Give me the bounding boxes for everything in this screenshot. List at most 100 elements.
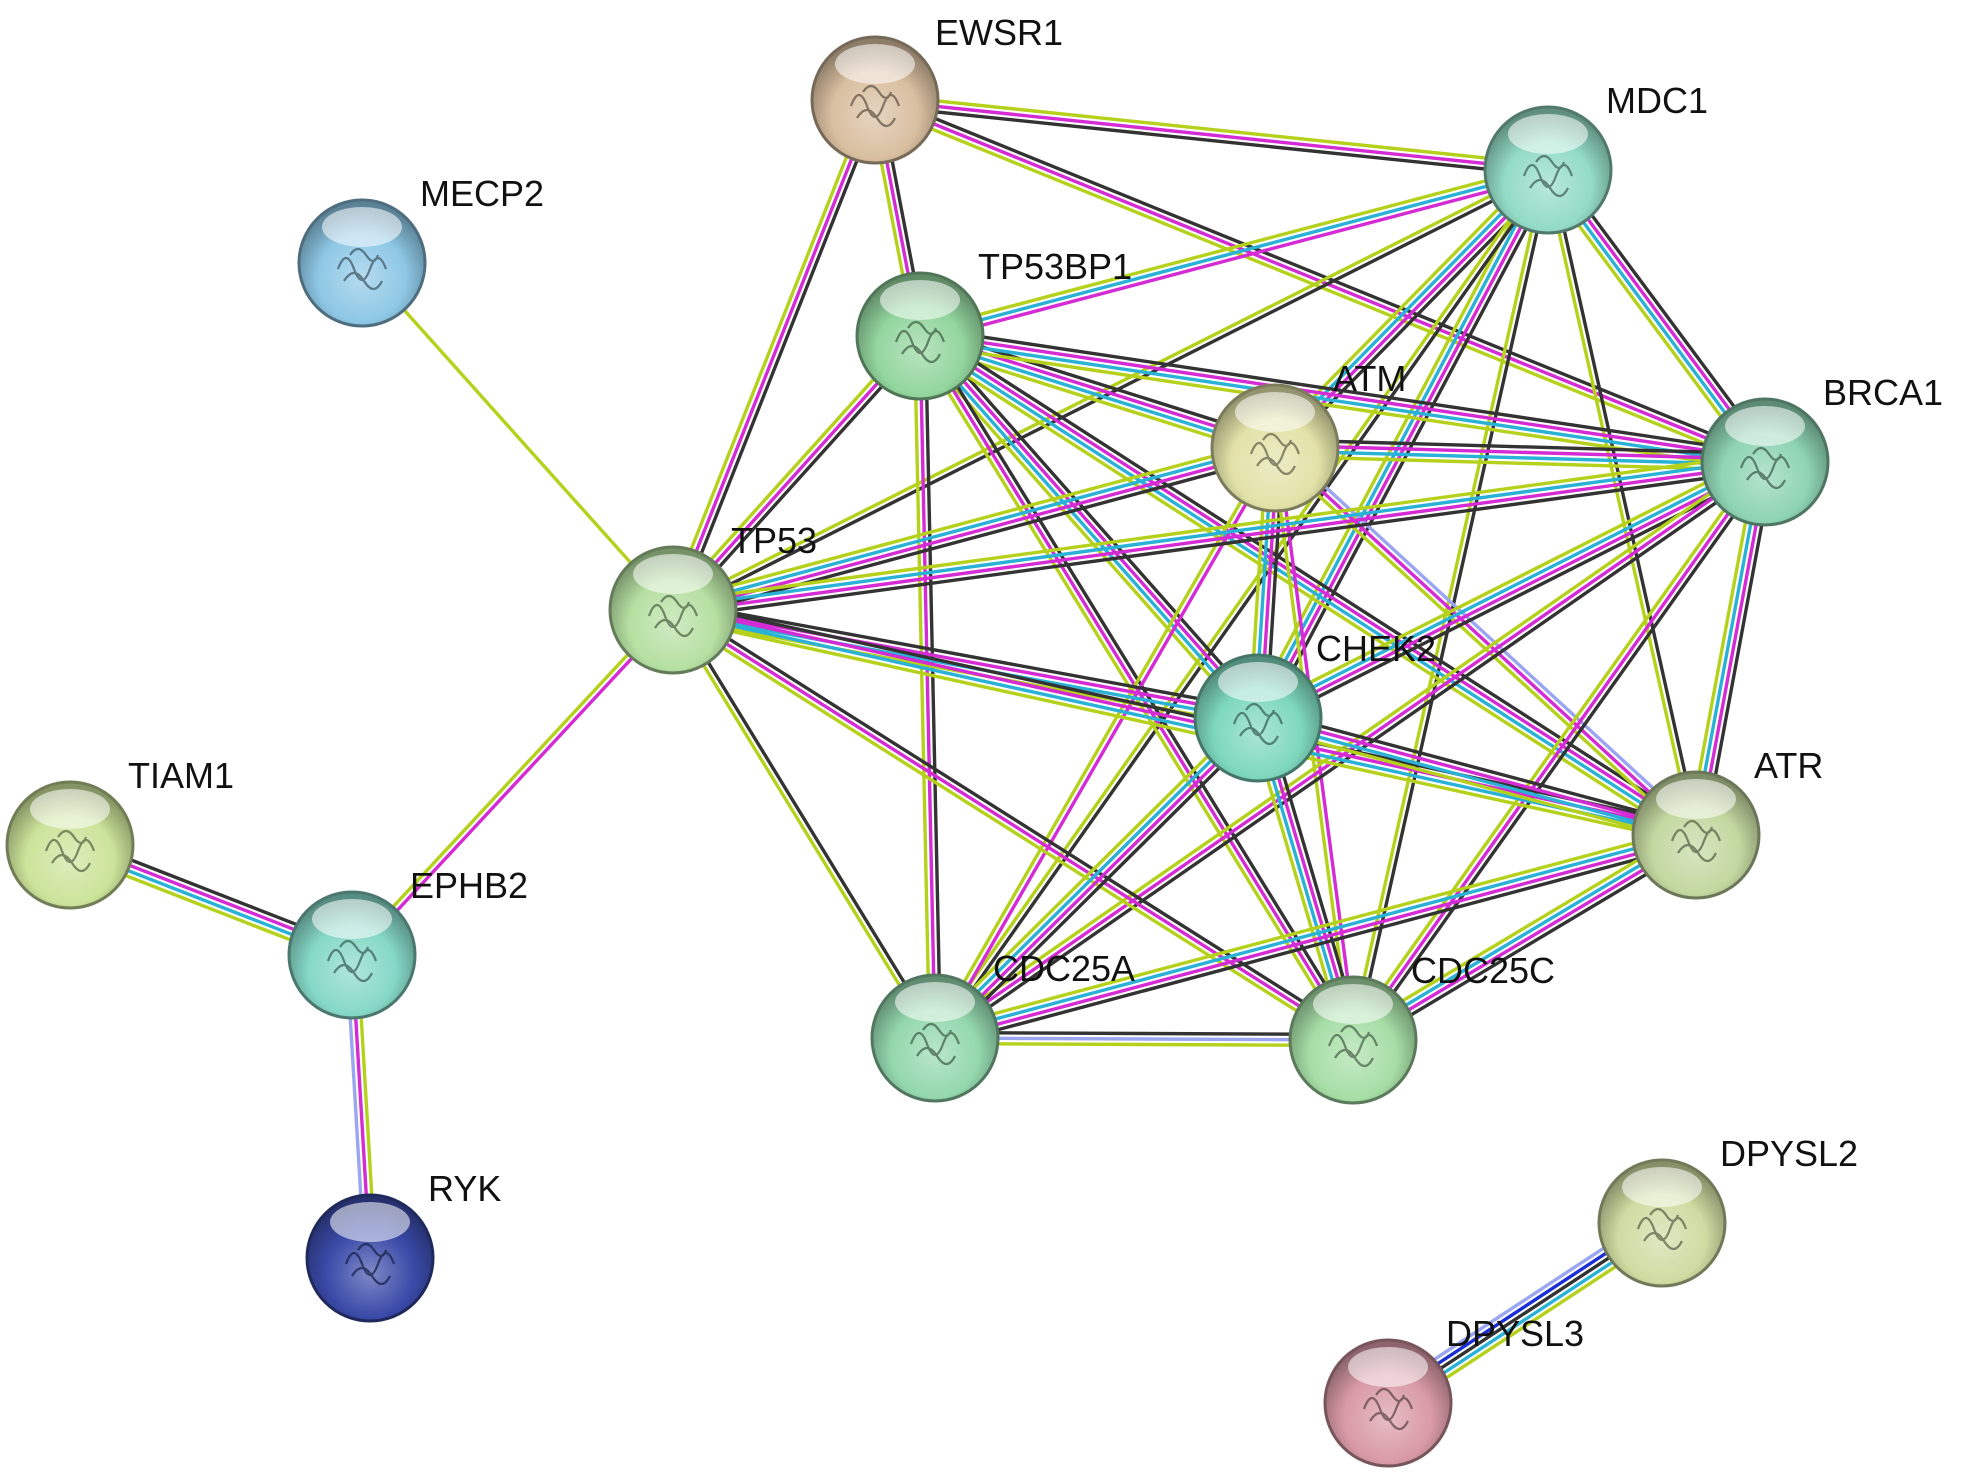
edge-strand-textmining <box>1347 826 1694 1035</box>
edge-strand-coexpression <box>673 600 1700 829</box>
node-atm[interactable]: ATM <box>1210 358 1406 513</box>
node-ewsr1[interactable]: EWSR1 <box>810 12 1063 165</box>
edge-strand-experimental <box>934 835 1699 1043</box>
protein-structure-icon <box>1522 154 1574 198</box>
edge-strand-textmining <box>668 612 1352 1047</box>
node-label-ephb2: EPHB2 <box>410 865 528 906</box>
node-ephb2[interactable]: EPHB2 <box>287 865 528 1020</box>
edge-strand-coexpression <box>1355 840 1702 1049</box>
edge-strand-database <box>1273 449 1767 467</box>
node-dpysl3[interactable]: DPYSL3 <box>1323 1313 1584 1468</box>
protein-structure-icon <box>1636 1207 1688 1251</box>
edge-ewsr1-tp53 <box>666 96 882 614</box>
node-label-mecp2: MECP2 <box>420 173 544 214</box>
node-highlight <box>330 1202 410 1242</box>
node-tp53bp1[interactable]: TP53BP1 <box>855 246 1132 401</box>
edge-strand-textmining <box>931 166 1548 1039</box>
edge-tp53-ephb2 <box>348 606 677 959</box>
edge-atr-cdc25c <box>1347 826 1702 1049</box>
edge-strand-experimental <box>671 605 1699 835</box>
node-cdc25a[interactable]: CDC25A <box>870 948 1135 1103</box>
protein-structure-icon <box>326 939 378 983</box>
node-highlight <box>1622 1167 1702 1207</box>
edge-strand-experimental <box>1257 462 1768 723</box>
protein-structure-icon <box>1670 819 1722 863</box>
edge-strand-textmining <box>669 438 1275 604</box>
edge-mdc1-atr <box>1543 167 1701 838</box>
edge-strand-experimental <box>1258 169 1553 721</box>
edge-strand-coexpression <box>923 334 943 1040</box>
edge-strand-database <box>916 336 1258 722</box>
edge-cdc25a-cdc25c <box>933 1030 1355 1048</box>
edge-strand-experimental <box>918 331 1768 461</box>
edge-strand-experimental <box>920 332 1262 718</box>
edge-strand-coexpression <box>935 841 1700 1048</box>
edge-strand-coexpression <box>672 468 1768 620</box>
node-label-tp53: TP53 <box>731 520 817 561</box>
node-chek2[interactable]: CHEK2 <box>1193 628 1436 783</box>
edge-strand-textmining <box>1267 162 1544 444</box>
node-mecp2[interactable]: MECP2 <box>297 173 544 328</box>
edge-mdc1-tp53bp1 <box>916 162 1552 344</box>
node-label-mdc1: MDC1 <box>1606 80 1708 121</box>
edge-tp53bp1-cdc25a <box>912 334 943 1040</box>
edge-strand-database <box>931 714 1258 1038</box>
protein-structure-icon <box>1362 1387 1414 1431</box>
node-label-ryk: RYK <box>428 1168 501 1209</box>
edge-strand-database <box>670 610 1698 840</box>
edge-ewsr1-mdc1 <box>872 92 1551 178</box>
edge-atr-cdc25a <box>931 825 1700 1048</box>
node-cdc25c[interactable]: CDC25C <box>1288 950 1555 1105</box>
node-highlight <box>1235 392 1315 432</box>
node-highlight <box>1313 984 1393 1024</box>
protein-structure-icon <box>909 1022 961 1066</box>
edge-strand-database <box>1255 718 1697 840</box>
edge-strand-database <box>1349 830 1697 1040</box>
node-highlight <box>312 899 392 939</box>
node-tp53[interactable]: TP53 <box>608 520 817 675</box>
protein-structure-icon <box>647 594 699 638</box>
edge-strand-textmining <box>348 606 673 955</box>
node-label-dpysl3: DPYSL3 <box>1446 1313 1584 1354</box>
edge-strand-experimental <box>1352 835 1700 1045</box>
protein-structure-icon <box>1249 432 1301 476</box>
edge-strand-experimental <box>672 448 1278 615</box>
edge-strand-textmining <box>1249 164 1543 716</box>
node-atr[interactable]: ATR <box>1631 745 1823 900</box>
edge-mecp2-tp53 <box>360 261 675 612</box>
edge-strand-database <box>917 337 1767 467</box>
edge-strand-textmining <box>912 334 932 1040</box>
edge-chek2-atr <box>1254 708 1700 845</box>
edge-strand-textmining <box>666 96 872 610</box>
node-highlight <box>1656 779 1736 819</box>
node-brca1[interactable]: BRCA1 <box>1700 372 1943 527</box>
node-ryk[interactable]: RYK <box>305 1168 501 1323</box>
node-tiam1[interactable]: TIAM1 <box>5 755 234 910</box>
edge-strand-experimental <box>352 610 677 959</box>
node-highlight <box>633 554 713 594</box>
edge-strand-textmining <box>669 616 1696 845</box>
node-dpysl2[interactable]: DPYSL2 <box>1597 1133 1858 1288</box>
protein-structure-icon <box>894 320 946 364</box>
edge-strand-coexpression <box>1548 167 1701 837</box>
edge-chek2-cdc25a <box>927 710 1266 1046</box>
edge-strand-textmining <box>931 825 1696 1032</box>
edge-strand-experimental <box>671 98 877 612</box>
edge-strand-textmining <box>1254 724 1696 845</box>
edge-strand-experimental <box>935 447 1280 1042</box>
edge-strand-coexpression <box>924 328 1266 715</box>
edge-strand-experimental <box>671 463 1768 615</box>
node-label-atm: ATM <box>1333 358 1406 399</box>
edge-strand-experimental <box>1351 460 1767 1042</box>
edge-tp53-cdc25a <box>668 606 940 1042</box>
edge-strand-textmining <box>933 1041 1355 1048</box>
node-label-cdc25c: CDC25C <box>1411 950 1555 991</box>
protein-structure-icon <box>1327 1024 1379 1068</box>
node-label-tp53bp1: TP53BP1 <box>978 246 1132 287</box>
edge-strand-textmining <box>916 162 1549 333</box>
edge-brca1-cdc25c <box>1346 457 1772 1045</box>
node-mdc1[interactable]: MDC1 <box>1483 80 1708 235</box>
edge-strand-experimental <box>919 173 1552 344</box>
